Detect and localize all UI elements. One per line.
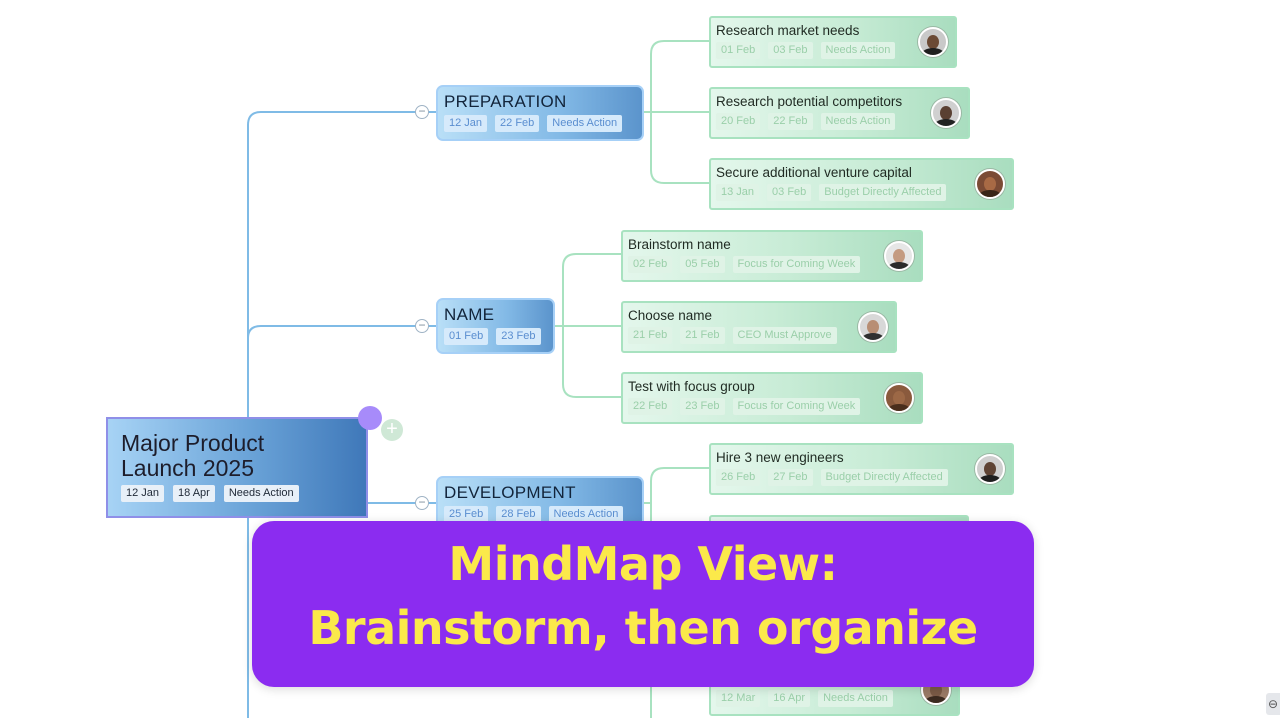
banner-line-1: MindMap View: — [448, 537, 838, 591]
end-date-tag: 23 Feb — [496, 328, 541, 345]
end-date-tag: 28 Feb — [496, 506, 541, 523]
status-tag: Needs Action — [547, 115, 623, 132]
start-date-tag: 13 Jan — [716, 184, 760, 201]
start-date-tag: 01 Feb — [716, 42, 761, 59]
zoom-out-glyph: ⊖ — [1267, 697, 1279, 711]
connector-leaf-6 — [562, 326, 621, 398]
start-date-tag: 12 Jan — [121, 485, 165, 502]
connector-leaf-1 — [650, 40, 709, 112]
leaf-title: Research market needs — [716, 23, 860, 38]
end-date-tag: 18 Apr — [173, 485, 215, 502]
branch-title: DEVELOPMENT — [444, 483, 576, 502]
branch-node-preparation[interactable]: PREPARATION 12 Jan 22 Feb Needs Action — [436, 85, 644, 141]
status-tag: Needs Action — [548, 506, 624, 523]
plus-icon: + — [386, 418, 398, 440]
end-date-tag: 23 Feb — [680, 398, 725, 415]
end-date-tag: 03 Feb — [767, 184, 812, 201]
branch-node-name[interactable]: NAME 01 Feb 23 Feb — [436, 298, 555, 354]
end-date-tag: 22 Feb — [768, 113, 813, 130]
zoom-out-icon[interactable]: ⊖ — [1266, 693, 1280, 715]
end-date-tag: 27 Feb — [768, 469, 813, 486]
start-date-tag: 02 Feb — [628, 256, 673, 273]
connector-leaf-4 — [562, 253, 621, 326]
node-handle-dot[interactable] — [358, 406, 382, 430]
leaf-node-test-focus-group[interactable]: Test with focus group 22 Feb 23 Feb Focu… — [621, 372, 923, 424]
end-date-tag: 03 Feb — [768, 42, 813, 59]
root-title: Major Product Launch 2025 — [121, 430, 265, 481]
collapse-preparation-button[interactable]: − — [415, 105, 429, 119]
status-tag: Needs Action — [223, 485, 299, 502]
assignee-avatar[interactable] — [931, 98, 961, 128]
caption-banner: MindMap View: Brainstorm, then organize — [252, 521, 1034, 687]
connector-root-name — [247, 325, 436, 339]
status-tag: Needs Action — [820, 42, 896, 59]
status-tag: Needs Action — [820, 113, 896, 130]
start-date-tag: 01 Feb — [444, 328, 489, 345]
status-tag: Focus for Coming Week — [732, 398, 861, 415]
end-date-tag: 22 Feb — [495, 115, 540, 132]
leaf-node-secure-venture-capital[interactable]: Secure additional venture capital 13 Jan… — [709, 158, 1014, 210]
minus-icon: − — [418, 495, 426, 509]
connector-leaf-3 — [650, 112, 709, 184]
root-node[interactable]: Major Product Launch 2025 12 Jan 18 Apr … — [106, 417, 368, 518]
assignee-avatar[interactable] — [975, 454, 1005, 484]
leaf-title: Choose name — [628, 308, 713, 323]
collapse-name-button[interactable]: − — [415, 319, 429, 333]
start-date-tag: 22 Feb — [628, 398, 673, 415]
status-tag: Budget Directly Affected — [819, 184, 947, 201]
start-date-tag: 26 Feb — [716, 469, 761, 486]
assignee-avatar[interactable] — [975, 169, 1005, 199]
leaf-title: Secure additional venture capital — [716, 165, 912, 180]
end-date-tag: 21 Feb — [680, 327, 725, 344]
assignee-avatar[interactable] — [918, 27, 948, 57]
assignee-avatar[interactable] — [858, 312, 888, 342]
status-tag: Budget Directly Affected — [820, 469, 948, 486]
leaf-node-research-potential-competitors[interactable]: Research potential competitors 20 Feb 22… — [709, 87, 970, 139]
minus-icon: − — [418, 318, 426, 332]
branch-title: PREPARATION — [444, 92, 567, 111]
status-tag: Focus for Coming Week — [732, 256, 861, 273]
leaf-node-brainstorm-name[interactable]: Brainstorm name 02 Feb 05 Feb Focus for … — [621, 230, 923, 282]
leaf-node-choose-name[interactable]: Choose name 21 Feb 21 Feb CEO Must Appro… — [621, 301, 897, 353]
start-date-tag: 25 Feb — [444, 506, 489, 523]
end-date-tag: 05 Feb — [680, 256, 725, 273]
start-date-tag: 20 Feb — [716, 113, 761, 130]
leaf-title: Research potential competitors — [716, 94, 903, 109]
status-tag: Needs Action — [818, 690, 893, 707]
start-date-tag: 12 Jan — [444, 115, 488, 132]
leaf-node-hire-engineers[interactable]: Hire 3 new engineers 26 Feb 27 Feb Budge… — [709, 443, 1014, 495]
start-date-tag: 12 Mar — [716, 690, 761, 707]
leaf-title: Brainstorm name — [628, 237, 731, 252]
start-date-tag: 21 Feb — [628, 327, 673, 344]
leaf-title: Test with focus group — [628, 379, 755, 394]
connector-root-preparation — [247, 111, 436, 718]
assignee-avatar[interactable] — [884, 241, 914, 271]
status-tag: CEO Must Approve — [732, 327, 837, 344]
leaf-title: Hire 3 new engineers — [716, 450, 844, 465]
minus-icon: − — [418, 104, 426, 118]
leaf-node-research-market-needs[interactable]: Research market needs 01 Feb 03 Feb Need… — [709, 16, 957, 68]
banner-line-2: Brainstorm, then organize — [308, 601, 978, 655]
branch-title: NAME — [444, 305, 495, 324]
end-date-tag: 16 Apr — [768, 690, 811, 707]
collapse-development-button[interactable]: − — [415, 496, 429, 510]
assignee-avatar[interactable] — [884, 383, 914, 413]
add-child-button[interactable]: + — [381, 419, 403, 441]
connector-leaf-7 — [650, 467, 709, 503]
